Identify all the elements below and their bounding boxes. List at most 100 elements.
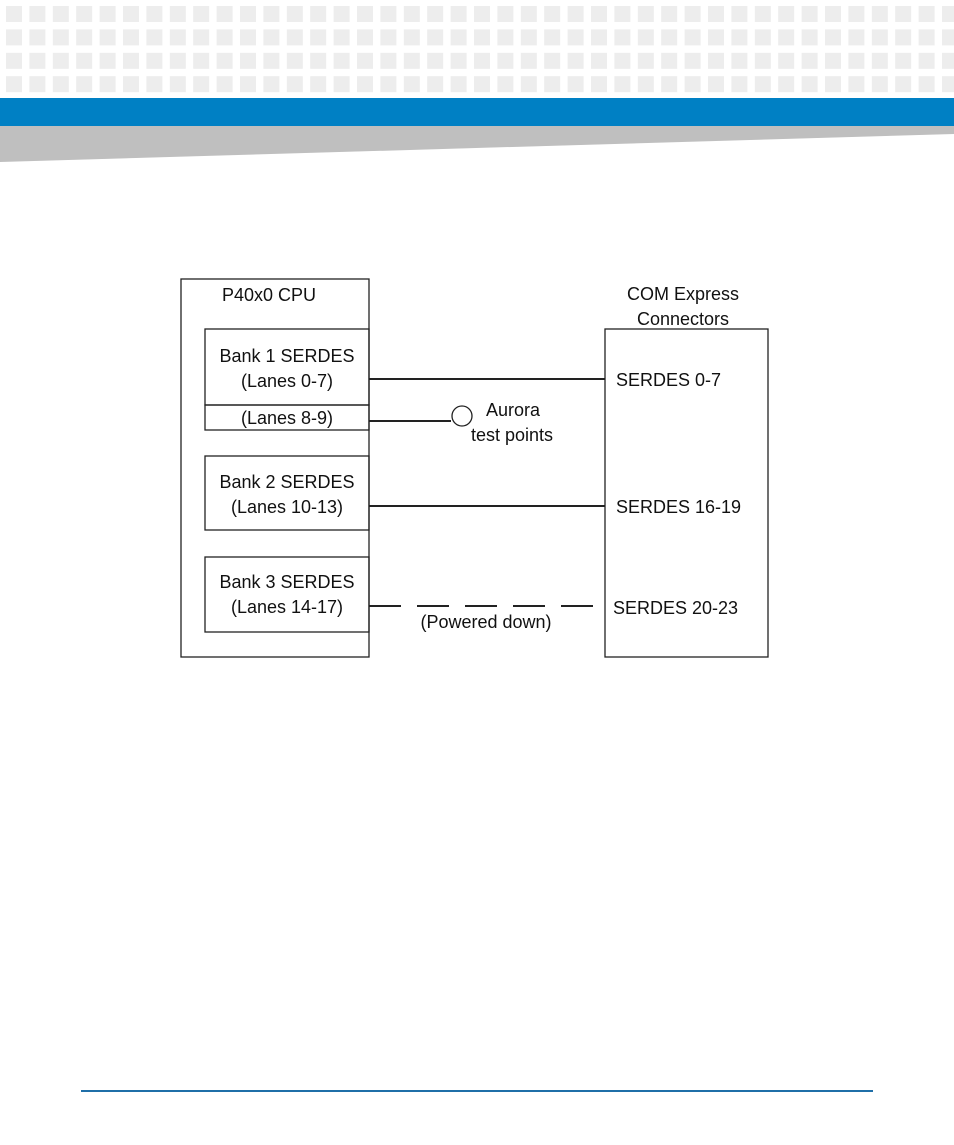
bank3-label-line1: Bank 3 SERDES [219, 572, 354, 592]
header-pattern-square [357, 52, 373, 69]
header-pattern-square [520, 6, 537, 22]
header-pattern-square [754, 6, 771, 22]
header-pattern-square [778, 6, 795, 22]
header-pattern-square [614, 29, 631, 46]
header-pattern-square [310, 6, 327, 22]
header-pattern-square [708, 52, 724, 69]
connector-serdes-20-23: SERDES 20-23 [613, 598, 738, 618]
header-pattern-square [310, 76, 327, 93]
bank2-label-line2: (Lanes 10-13) [231, 497, 343, 517]
header-pattern-square [825, 6, 841, 22]
header-pattern-square [333, 29, 350, 46]
connector-title-line2: Connectors [637, 309, 729, 329]
header-pattern-square [99, 6, 116, 22]
header-pattern-square [825, 29, 841, 46]
header-pattern-square [310, 52, 327, 69]
header-pattern-square [544, 52, 561, 69]
header-pattern-square [450, 76, 467, 93]
header-pattern-square [380, 29, 397, 46]
header-pattern-square [240, 29, 256, 46]
header-pattern-square [661, 52, 678, 69]
header-pattern-square [76, 29, 93, 46]
header-pattern-square [895, 52, 912, 69]
header-pattern-square [567, 52, 584, 69]
header-pattern-square [708, 76, 724, 93]
bank3-box [204, 556, 370, 633]
header-pattern-square [731, 6, 748, 22]
header-pattern-square [801, 29, 818, 46]
header-pattern-square [146, 76, 163, 93]
header-pattern-square [497, 52, 514, 69]
header-pattern-square [357, 29, 373, 46]
header-pattern-square [778, 76, 795, 93]
header-blue-bar-fill [0, 98, 954, 126]
header-pattern-square [286, 76, 303, 93]
header-pattern-square [942, 76, 954, 93]
header-pattern-square [591, 29, 607, 46]
header-pattern-square [146, 29, 163, 46]
header-pattern-square [825, 52, 841, 69]
header-pattern-square [474, 29, 490, 46]
header-square-pattern [6, 6, 954, 93]
header-pattern-square [754, 52, 771, 69]
header-pattern-square [263, 52, 280, 69]
header-pattern-square [871, 29, 888, 46]
header-pattern-square [6, 6, 22, 22]
header-pattern-square [333, 6, 350, 22]
header-pattern-square [591, 52, 607, 69]
header-pattern-square [474, 52, 490, 69]
header-pattern-square [286, 29, 303, 46]
header-gray-swoosh-fill [0, 126, 954, 162]
header-pattern-square [263, 29, 280, 46]
test-point-icon [451, 405, 473, 427]
header-pattern-square [825, 76, 841, 93]
header-pattern-square [216, 52, 233, 69]
lanes-8-9-label: (Lanes 8-9) [241, 408, 333, 428]
header-pattern-square [427, 52, 444, 69]
header-pattern-square [520, 76, 537, 93]
header-pattern-square [380, 6, 397, 22]
header-gray-swoosh [0, 126, 954, 162]
header-blue-bar [0, 98, 954, 126]
header-pattern-square [614, 76, 631, 93]
header-pattern-square [450, 52, 467, 69]
header-pattern-square [661, 6, 678, 22]
header-pattern-square [918, 52, 935, 69]
header-pattern-square [544, 76, 561, 93]
header-pattern-square [474, 76, 490, 93]
header-pattern-square [520, 52, 537, 69]
header-pattern-square [169, 76, 186, 93]
header-pattern-square [29, 76, 46, 93]
header-pattern-square [871, 6, 888, 22]
header-pattern-square [193, 6, 210, 22]
header-pattern-square [684, 6, 701, 22]
header-pattern-square [684, 29, 701, 46]
header-pattern-square [778, 52, 795, 69]
header-pattern-square [76, 76, 93, 93]
header-pattern-square [801, 6, 818, 22]
header-pattern-square [848, 29, 865, 46]
bank2-box [204, 455, 370, 531]
header-pattern-square [123, 6, 139, 22]
header-pattern-square [29, 29, 46, 46]
header-pattern-square [450, 29, 467, 46]
header-pattern-square [146, 52, 163, 69]
header-pattern-square [708, 29, 724, 46]
header-pattern-square [216, 6, 233, 22]
header-pattern-square [29, 6, 46, 22]
header-pattern-square [357, 76, 373, 93]
header-pattern-square [99, 76, 116, 93]
header-pattern-square [193, 76, 210, 93]
header-pattern-square [52, 52, 69, 69]
header-pattern-square [637, 52, 654, 69]
connector-box [604, 328, 769, 658]
header-pattern-square [637, 29, 654, 46]
header-pattern-square [497, 29, 514, 46]
header-pattern-square [240, 52, 256, 69]
header-pattern-square [403, 76, 420, 93]
header-pattern-square [520, 29, 537, 46]
header-pattern-square [942, 52, 954, 69]
header-pattern-square [661, 76, 678, 93]
header-pattern-square [99, 29, 116, 46]
header-pattern-square [497, 76, 514, 93]
